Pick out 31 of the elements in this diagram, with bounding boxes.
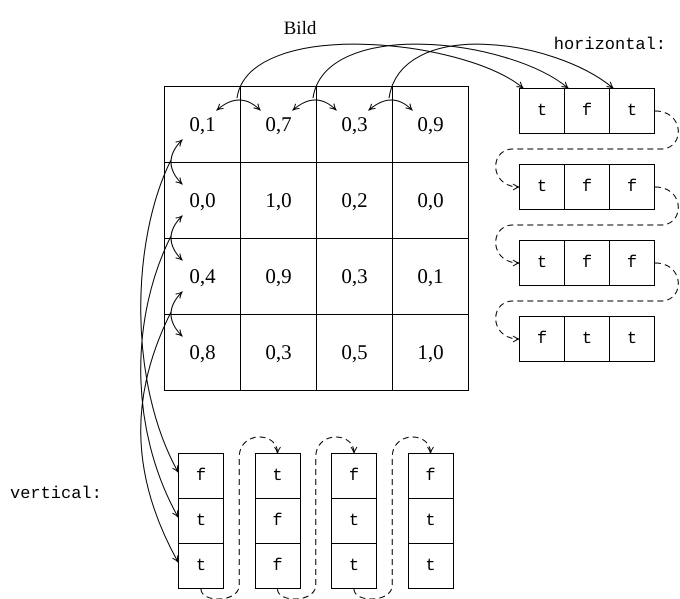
- axis-label: horizontal:: [554, 36, 666, 55]
- boolean-cell: f: [178, 453, 224, 499]
- boolean-cell: t: [178, 543, 224, 589]
- boolean-cell: t: [519, 88, 565, 134]
- boolean-cell: t: [178, 498, 224, 544]
- axis-label: vertical:: [10, 485, 102, 504]
- boolean-cell: t: [564, 316, 610, 362]
- value-cell: 1,0: [392, 314, 469, 391]
- value-cell: 0,1: [164, 86, 241, 163]
- boolean-cell: f: [564, 88, 610, 134]
- boolean-cell: t: [519, 240, 565, 286]
- boolean-cell: t: [609, 88, 655, 134]
- boolean-cell: t: [254, 453, 300, 499]
- boolean-cell: f: [254, 543, 300, 589]
- boolean-cell: t: [609, 316, 655, 362]
- boolean-cell: f: [609, 164, 655, 210]
- value-cell: 0,9: [392, 86, 469, 163]
- value-cell: 0,8: [164, 314, 241, 391]
- boolean-cell: t: [519, 164, 565, 210]
- boolean-cell: t: [408, 543, 454, 589]
- boolean-cell: t: [331, 498, 377, 544]
- boolean-cell: f: [331, 453, 377, 499]
- boolean-cell: f: [609, 240, 655, 286]
- boolean-cell: f: [408, 453, 454, 499]
- boolean-cell: f: [254, 498, 300, 544]
- boolean-cell: f: [564, 240, 610, 286]
- boolean-cell: f: [564, 164, 610, 210]
- boolean-cell: f: [519, 316, 565, 362]
- boolean-cell: t: [408, 498, 454, 544]
- title: Bild: [282, 18, 318, 40]
- boolean-cell: t: [331, 543, 377, 589]
